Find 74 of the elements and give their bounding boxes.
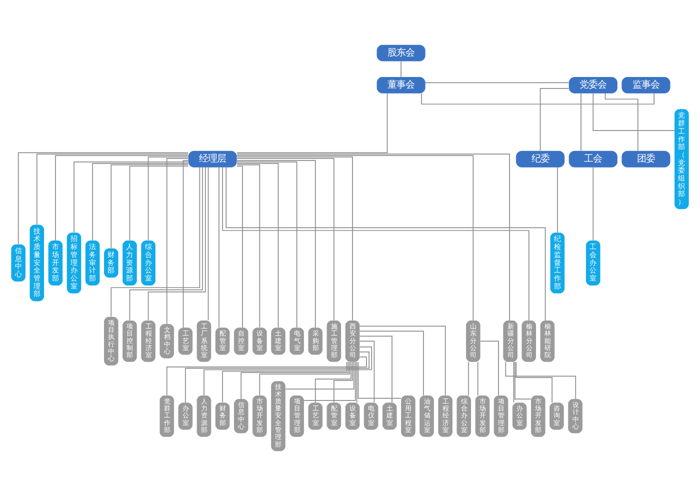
- node-box: 董事会: [376, 76, 426, 93]
- connector: [480, 340, 499, 396]
- node-box: 工会办公室: [586, 240, 600, 285]
- node-box: 纪检监督工作部: [550, 232, 565, 293]
- node-box: 股东会: [376, 44, 426, 61]
- node-box: 财务部: [104, 248, 118, 278]
- connector: [240, 361, 349, 399]
- node-box: 人力资源部: [122, 240, 137, 285]
- connector: [74, 161, 189, 232]
- connector: [236, 162, 279, 328]
- node-box: 信息中心: [11, 244, 26, 282]
- node-box: 纪委: [516, 150, 565, 167]
- connector: [148, 166, 206, 320]
- connector: [236, 156, 353, 320]
- connector: [259, 361, 350, 396]
- connector: [359, 330, 424, 396]
- connector: [421, 92, 654, 104]
- connector: [516, 361, 552, 402]
- node-box: 技术质量安全管理部: [30, 224, 44, 301]
- connector: [400, 60, 402, 77]
- connector: [358, 361, 402, 398]
- connector: [334, 361, 353, 402]
- node-box: 法务审计部: [85, 240, 100, 285]
- node-box: 党群工作部（党委组织部）: [674, 108, 689, 209]
- connector: [359, 325, 446, 396]
- connector: [359, 335, 392, 402]
- connector: [208, 166, 209, 320]
- connector: [18, 152, 189, 244]
- connector: [304, 360, 356, 400]
- connector: [166, 157, 189, 324]
- node-box: 监事会: [622, 76, 670, 93]
- connector: [513, 361, 514, 402]
- connector: [505, 361, 576, 399]
- connector: [592, 166, 594, 240]
- connector: [222, 361, 348, 402]
- node-box: 工会: [568, 150, 618, 167]
- connector: [184, 350, 370, 402]
- connector: [92, 162, 188, 240]
- connector: [236, 161, 298, 328]
- connector: [55, 154, 188, 240]
- connector: [604, 92, 638, 151]
- connector: [424, 82, 570, 83]
- connector: [314, 361, 352, 402]
- connector: [580, 92, 582, 151]
- connector: [514, 361, 532, 399]
- connector: [218, 166, 220, 328]
- connector: [236, 165, 243, 328]
- connector: [182, 160, 189, 328]
- connector: [110, 166, 200, 317]
- node-box: 团委: [622, 150, 670, 167]
- connector: [236, 160, 316, 328]
- node-box: 党委会: [568, 76, 618, 93]
- connector: [129, 165, 189, 240]
- connector: [204, 346, 372, 396]
- connector: [148, 156, 189, 240]
- node-box: 招标管理办公室: [66, 232, 82, 293]
- connector: [236, 164, 260, 328]
- connector: [166, 356, 367, 396]
- connector: [129, 166, 203, 320]
- connector: [236, 92, 388, 153]
- node-box: 综合办公室: [141, 240, 156, 285]
- connector: [477, 361, 478, 396]
- connector: [356, 361, 358, 402]
- connector: [110, 164, 189, 248]
- connector: [36, 153, 189, 225]
- node-box: 市场开发部: [48, 240, 63, 285]
- connector: [468, 361, 469, 396]
- connector: [557, 166, 558, 232]
- connector: [592, 92, 675, 130]
- connector: [285, 361, 354, 389]
- node-box: 经理层: [188, 150, 237, 167]
- connector: [540, 87, 569, 151]
- connector: [236, 157, 334, 320]
- connector: [359, 340, 375, 402]
